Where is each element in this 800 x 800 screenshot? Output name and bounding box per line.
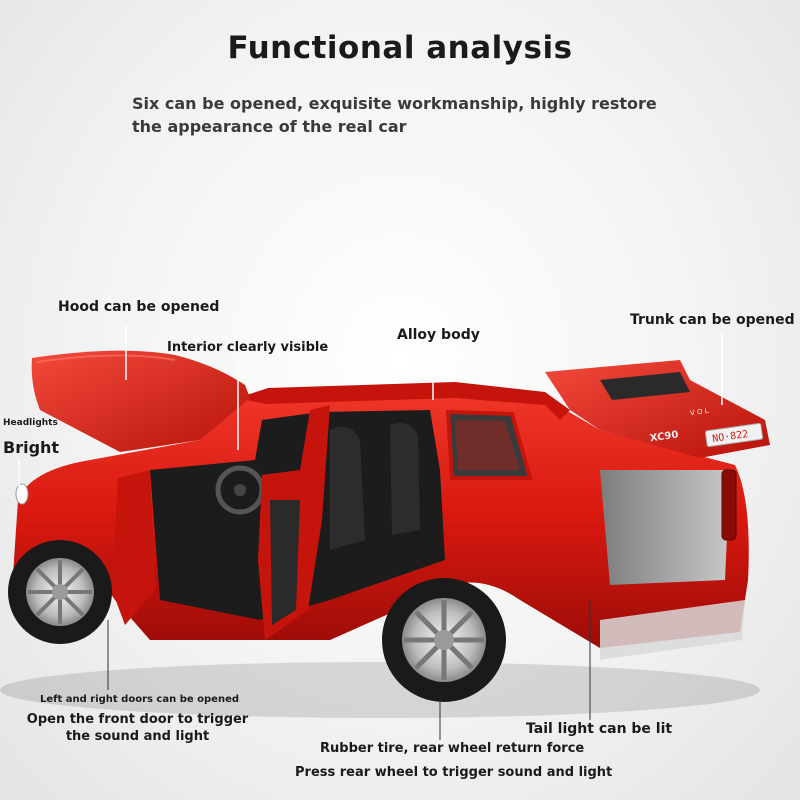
license-plate bbox=[704, 422, 764, 448]
brand-lettering: V O L bbox=[690, 407, 710, 418]
rear-side-window bbox=[445, 409, 533, 480]
trunk-callout: Trunk can be opened bbox=[630, 312, 795, 328]
callout-lines bbox=[18, 325, 723, 490]
doors-callout: Left and right doors can be opened bbox=[40, 694, 240, 705]
trunk-interior bbox=[600, 470, 730, 585]
open-hood bbox=[31, 350, 250, 452]
headlights-callout: Headlights bbox=[3, 418, 58, 428]
rubber-tire-callout: Rubber tire, rear wheel return force bbox=[320, 741, 585, 756]
hood-callout: Hood can be opened bbox=[58, 299, 220, 315]
bright-callout: Bright bbox=[3, 438, 60, 457]
page-title: Functional analysis bbox=[227, 30, 573, 66]
car-roof bbox=[238, 382, 570, 420]
front-door-trigger-callout: Open the front door to trigger the sound… bbox=[26, 712, 249, 744]
rear-seat bbox=[390, 422, 420, 535]
front-seat bbox=[330, 426, 365, 550]
rear-wheel-trigger-callout: Press rear wheel to trigger sound and li… bbox=[295, 765, 613, 780]
front-wheel bbox=[8, 540, 112, 644]
rear-bumper bbox=[600, 600, 745, 660]
ground-shadow bbox=[0, 662, 760, 718]
rear-wheel bbox=[382, 578, 506, 702]
headlight bbox=[15, 483, 29, 505]
page-subtitle: Six can be opened, exquisite workmanship… bbox=[132, 94, 657, 136]
tail-light-callout: Tail light can be lit bbox=[526, 721, 673, 737]
model-badge: XC90 bbox=[649, 429, 679, 444]
open-front-door bbox=[112, 470, 155, 625]
alloy-callout: Alloy body bbox=[397, 327, 480, 343]
tail-light bbox=[721, 469, 737, 541]
plate-text: NO·822 bbox=[712, 429, 749, 445]
interior-callout: Interior clearly visible bbox=[167, 340, 329, 355]
